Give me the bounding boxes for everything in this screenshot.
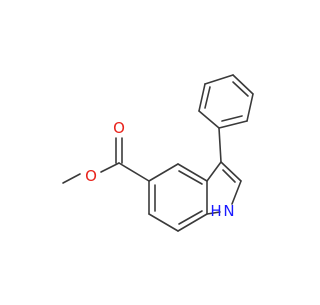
bond-c3a-c4-inner (178, 170, 203, 185)
bond-layer (62, 74, 254, 232)
bond-c3a-c4 (177, 163, 208, 182)
bond-ph-c4-c5-inner (232, 81, 249, 97)
structure-canvas: O O N H (62, 74, 254, 232)
ester-ether-oxygen-label: O (85, 167, 97, 185)
bond-c7-c7a-inner (178, 210, 203, 225)
bond-ph-c1-c2 (198, 110, 220, 129)
ester-carbonyl-oxygen-label: O (113, 119, 125, 137)
bond-c4-c5 (148, 163, 179, 182)
bond-n1-c7a (206, 211, 221, 215)
bond-carbonyl-to-ring (118, 162, 150, 182)
bond-ph-c3-c4 (204, 74, 234, 85)
bond-methyl-to-ether-oxygen (62, 173, 81, 184)
bond-c3-c2 (220, 161, 242, 182)
bond-c3a-c3 (206, 161, 222, 182)
bond-c2-n1 (231, 180, 242, 205)
bond-ph-c2-c3-inner (204, 86, 211, 109)
bond-ph-c6-c1-inner (221, 115, 243, 122)
bond-ph-c2-c3 (198, 83, 206, 112)
atom-label-layer: O O N H (85, 119, 235, 220)
bond-c7-c7a (177, 213, 208, 232)
indole-nitrogen-label: N (223, 202, 234, 220)
chemical-structure-diagram: O O N H (62, 74, 254, 232)
bond-c6-c7 (148, 213, 179, 232)
bond-ph-c6-c1 (218, 120, 248, 129)
bond-c3-c2-inner (222, 169, 236, 183)
bond-c3-to-phenyl (218, 127, 222, 163)
indole-nitrogen-hydrogen-label: H (210, 202, 221, 220)
bond-ether-oxygen-to-carbonyl-carbon (100, 162, 120, 173)
bond-ph-c4-c5 (232, 74, 254, 95)
bond-ph-c5-c6 (246, 93, 254, 122)
